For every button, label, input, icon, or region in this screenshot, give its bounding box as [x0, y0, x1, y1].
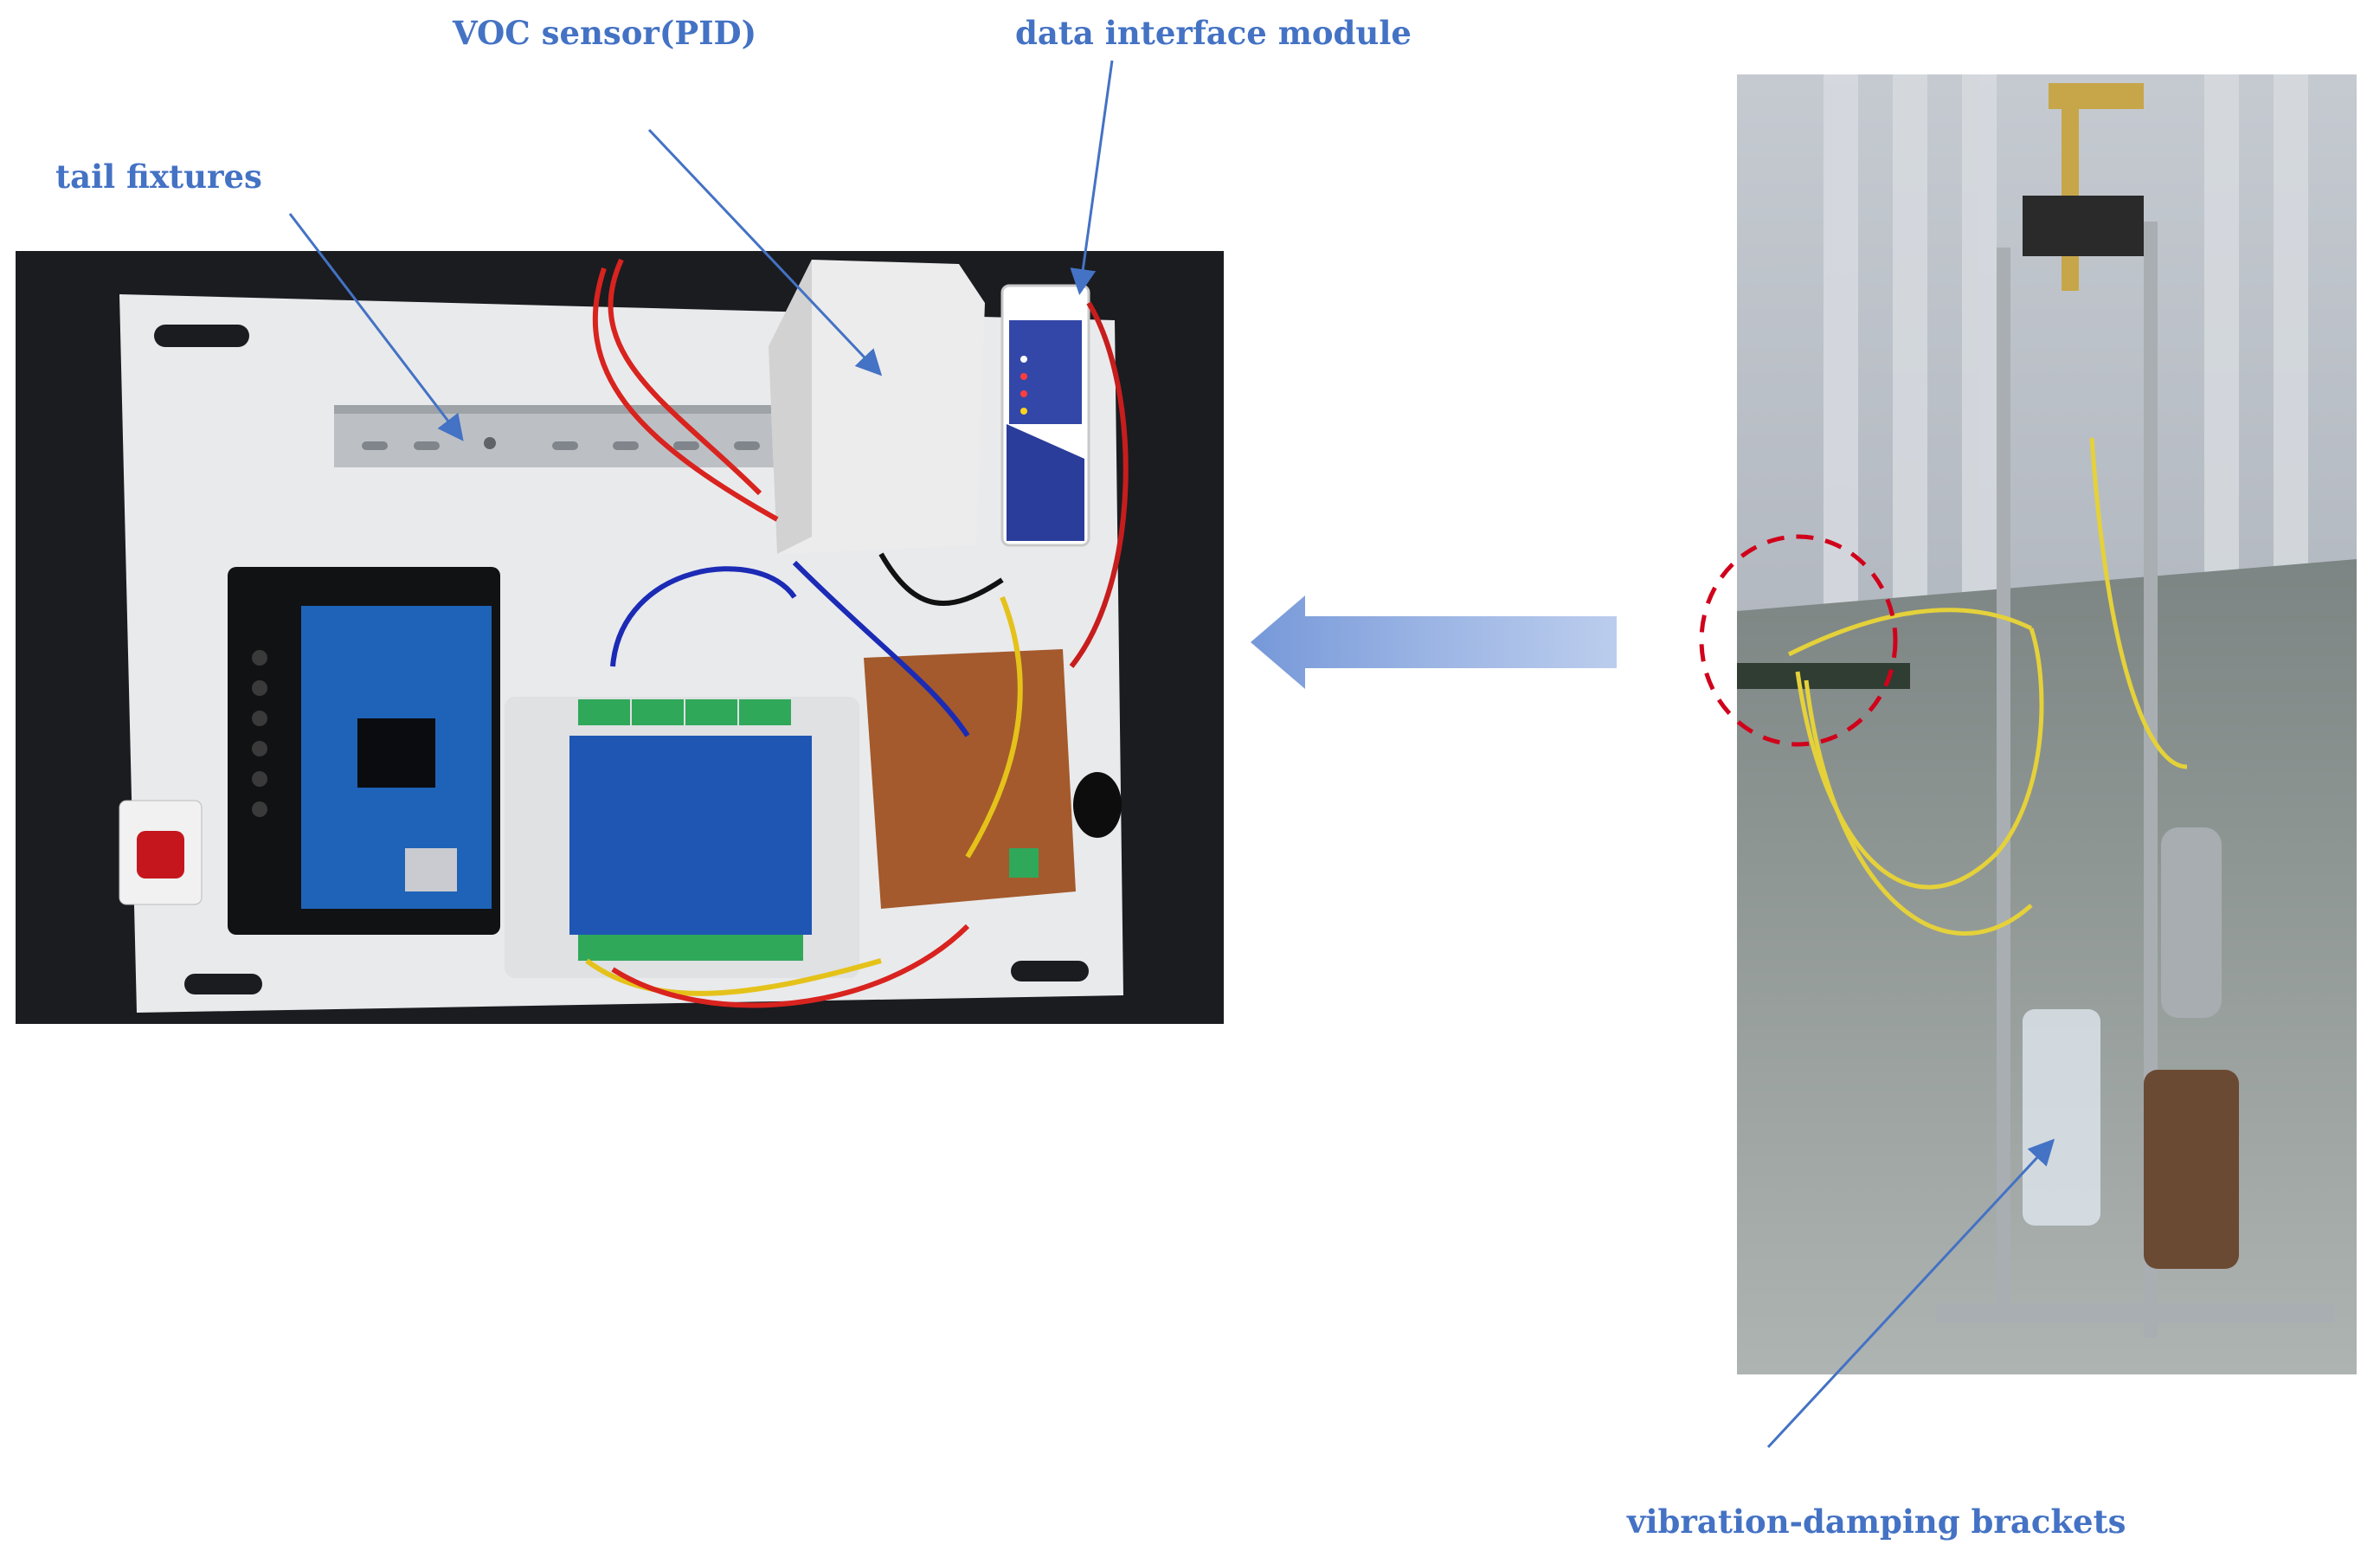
data-interface-label: data interface module	[1015, 14, 1412, 52]
sampling-apparatus-photo	[1737, 74, 2357, 1374]
direction-arrow	[1251, 595, 1617, 689]
tail-fixtures-label: tail fixtures	[55, 158, 262, 196]
voc-sensor-label: VOC sensor(PID)	[453, 14, 757, 52]
control-board-photo	[16, 251, 1224, 1024]
vibration-damping-label: vibration-damping brackets	[1627, 1503, 2126, 1541]
